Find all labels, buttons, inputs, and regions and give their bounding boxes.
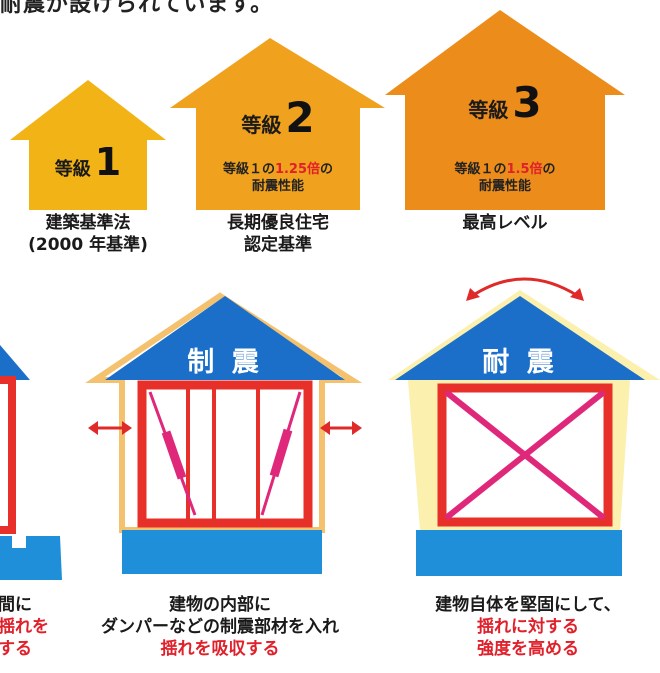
house2-foundation bbox=[122, 530, 322, 574]
grade3-label: 等級3 bbox=[405, 78, 605, 127]
house1-caption: 間に 揺れを する bbox=[0, 594, 58, 660]
house2-roof-label: 制 震 bbox=[187, 347, 263, 378]
house2-damping bbox=[85, 292, 363, 574]
grade2-desc-mult: 1.25倍 bbox=[274, 162, 321, 177]
house1-partial bbox=[0, 345, 62, 580]
grade1-caption: 建築基準法 (2000 年基準) bbox=[0, 212, 176, 256]
grade3-desc-line1: 等級１の1.5倍の bbox=[405, 161, 605, 178]
grade2-desc-pre: 等級１の bbox=[222, 162, 275, 177]
grade2-caption: 長期優良住宅 認定基準 bbox=[196, 212, 360, 256]
house3-caption-line2: 揺れに対する bbox=[477, 617, 579, 637]
house2-roof bbox=[105, 296, 345, 380]
grade2-caption-line2: 認定基準 bbox=[244, 235, 312, 255]
grade2-label: 等級2 bbox=[196, 93, 360, 142]
grade2-desc-post: の bbox=[320, 162, 334, 177]
grade3-arrow-shape bbox=[385, 10, 625, 210]
house3-brace-2 bbox=[444, 389, 606, 521]
house3-sway-arrow-icon bbox=[466, 277, 584, 301]
house2-arrow-left-icon bbox=[88, 421, 132, 435]
house2-damper-left bbox=[161, 430, 187, 480]
house2-caption-line2: ダンパーなどの制震部材を入れ bbox=[101, 617, 339, 637]
house1-caption-line1: 間に bbox=[0, 595, 32, 615]
house2-caption-line3: 揺れを吸収する bbox=[160, 639, 280, 659]
house1-frame bbox=[0, 376, 16, 534]
house2-damper-right bbox=[269, 428, 293, 478]
grade2-word: 等級 bbox=[241, 113, 282, 137]
house1-caption-line2: 揺れを bbox=[0, 617, 49, 637]
house2-caption-line1: 建物の内部に bbox=[169, 595, 271, 615]
grade2-desc-line1: 等級１の1.25倍の bbox=[196, 161, 360, 178]
grade3-desc-mult: 1.5倍 bbox=[506, 162, 543, 177]
house3-roof-label: 耐 震 bbox=[482, 347, 558, 378]
grade3-caption-line1: 最高レベル bbox=[462, 213, 548, 233]
grade2-number: 2 bbox=[285, 93, 315, 142]
house3-caption-line3: 強度を高める bbox=[477, 639, 579, 659]
top-heading: 耐震が設けられています。 bbox=[0, 0, 274, 17]
grade2-arrow-shape bbox=[170, 38, 385, 210]
house3-roof bbox=[395, 296, 645, 380]
house3-caption: 建物自体を堅固にして、 揺れに対する 強度を高める bbox=[400, 594, 656, 660]
grade2-caption-line1: 長期優良住宅 bbox=[227, 213, 329, 233]
grade1-number: 1 bbox=[94, 140, 122, 184]
grade3-desc-post: の bbox=[542, 162, 556, 177]
grade3-desc-line2: 耐震性能 bbox=[478, 179, 531, 194]
grade3-caption: 最高レベル bbox=[405, 212, 605, 234]
grade3-desc: 等級１の1.5倍の 耐震性能 bbox=[405, 161, 605, 195]
house3-foundation bbox=[416, 530, 622, 576]
house1-roof bbox=[0, 345, 30, 380]
house1-foundation bbox=[0, 536, 62, 580]
house3-caption-line1: 建物自体を堅固にして、 bbox=[435, 595, 621, 615]
grade1-word: 等級 bbox=[54, 159, 91, 180]
grade3-number: 3 bbox=[512, 78, 542, 127]
grade2-desc-line2: 耐震性能 bbox=[251, 179, 304, 194]
house2-caption: 建物の内部に ダンパーなどの制震部材を入れ 揺れを吸収する bbox=[60, 594, 380, 660]
grade2-desc: 等級１の1.25倍の 耐震性能 bbox=[196, 161, 360, 195]
house1-caption-line3: する bbox=[0, 639, 32, 659]
house3-resistance bbox=[388, 277, 660, 576]
grade1-caption-line2: (2000 年基準) bbox=[28, 235, 148, 255]
house2-arrow-right-icon bbox=[320, 421, 362, 435]
grade1-caption-line1: 建築基準法 bbox=[45, 213, 131, 233]
grade3-word: 等級 bbox=[468, 98, 509, 122]
grade1-arrow-shape bbox=[10, 80, 166, 210]
grade3-desc-pre: 等級１の bbox=[454, 162, 507, 177]
